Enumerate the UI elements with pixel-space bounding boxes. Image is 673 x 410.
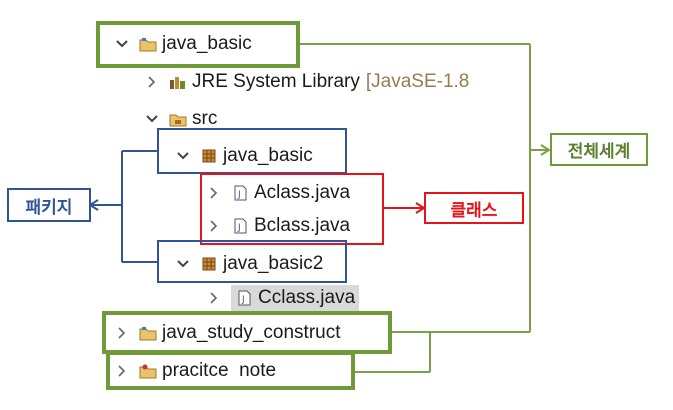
svg-text:J: J <box>237 190 241 200</box>
library-icon <box>169 74 187 90</box>
chevron-down-icon[interactable] <box>176 257 190 271</box>
svg-text:J: J <box>237 223 241 233</box>
tree-item-src[interactable]: src <box>145 106 217 132</box>
tree-item-cclass[interactable]: J Cclass.java <box>207 285 360 311</box>
chevron-right-icon[interactable] <box>145 75 159 89</box>
package-highlight-box <box>157 240 347 283</box>
tree-item-label: java_basic2 <box>223 253 324 274</box>
package-icon <box>200 148 218 164</box>
java-file-icon: J <box>235 290 253 306</box>
tree-item-label: pracitce note <box>162 360 277 381</box>
package-highlight-box <box>157 128 347 174</box>
tree-item-label: Bclass.java <box>254 215 351 236</box>
project-highlight-box <box>96 21 300 68</box>
project-highlight-box <box>106 351 355 390</box>
annotation-package: 패키지 <box>7 188 91 222</box>
chevron-down-icon[interactable] <box>176 149 190 163</box>
tree-item-java-basic-project[interactable]: java_basic <box>115 31 252 57</box>
tree-item-label: JRE System Library <box>192 71 360 92</box>
chevron-right-icon[interactable] <box>207 219 221 233</box>
package-icon <box>200 256 218 272</box>
project-highlight-box <box>102 311 392 354</box>
project-folder-icon <box>139 325 157 341</box>
tree-item-label: java_basic <box>223 145 313 166</box>
project-folder-icon <box>139 363 157 379</box>
chevron-right-icon[interactable] <box>115 364 129 378</box>
java-file-icon: J <box>231 185 249 201</box>
class-highlight-box <box>200 173 384 245</box>
tree-item-label: java_basic <box>162 33 252 54</box>
annotation-class: 클래스 <box>424 192 524 224</box>
tree-item-java-study-construct[interactable]: java_study_construct <box>115 320 341 346</box>
tree-item-label: Cclass.java <box>258 287 356 308</box>
tree-item-label: src <box>192 108 218 129</box>
tree-item-decoration: [JavaSE-1.8 <box>365 71 470 92</box>
svg-text:J: J <box>241 295 245 305</box>
chevron-down-icon[interactable] <box>115 37 129 51</box>
source-folder-icon <box>169 111 187 127</box>
tree-item-package-java-basic[interactable]: java_basic <box>176 143 313 169</box>
chevron-right-icon[interactable] <box>207 291 221 305</box>
tree-item-package-java-basic2[interactable]: java_basic2 <box>176 251 323 277</box>
chevron-right-icon[interactable] <box>207 186 221 200</box>
selected-item-highlight[interactable]: J Cclass.java <box>231 285 360 311</box>
annotation-whole-world: 전체세계 <box>550 133 648 166</box>
tree-item-label: java_study_construct <box>162 322 341 343</box>
tree-item-jre-library[interactable]: JRE System Library [JavaSE-1.8 <box>145 69 469 95</box>
java-file-icon: J <box>231 218 249 234</box>
chevron-right-icon[interactable] <box>115 326 129 340</box>
project-folder-icon <box>139 36 157 52</box>
tree-item-bclass[interactable]: J Bclass.java <box>207 213 350 239</box>
tree-item-aclass[interactable]: J Aclass.java <box>207 180 350 206</box>
chevron-down-icon[interactable] <box>145 112 159 126</box>
tree-item-label: Aclass.java <box>254 182 351 203</box>
tree-item-pracitce-note[interactable]: pracitce note <box>115 358 276 384</box>
